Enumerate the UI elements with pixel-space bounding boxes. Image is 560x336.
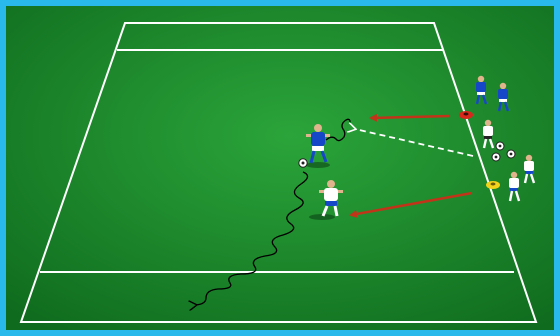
dribble-squiggle-short <box>325 118 351 142</box>
run-arrow-dashed <box>355 129 474 157</box>
ball-icon <box>298 158 308 168</box>
pass-arrow-bottom <box>349 191 473 218</box>
player-white-queue-2 <box>523 154 536 184</box>
pitch-canvas <box>6 6 554 330</box>
dribble-path-wavy <box>196 171 309 305</box>
ball-icon <box>491 152 501 162</box>
player-blue-queue-1 <box>475 75 488 105</box>
pitch-lines <box>19 22 538 323</box>
cone-red <box>459 111 473 119</box>
player-white-defender <box>309 180 343 220</box>
cone-yellow <box>486 181 500 189</box>
grass-background <box>6 6 554 330</box>
ball-icon <box>495 141 505 151</box>
player-white-queue-3 <box>508 171 521 202</box>
pass-arrow-top <box>369 113 451 122</box>
ball-icon <box>506 149 516 159</box>
pitch-outline <box>19 22 538 323</box>
player-blue-attacker <box>306 124 330 168</box>
player-blue-queue-2 <box>497 82 510 112</box>
player-white-queue-1 <box>482 119 495 149</box>
